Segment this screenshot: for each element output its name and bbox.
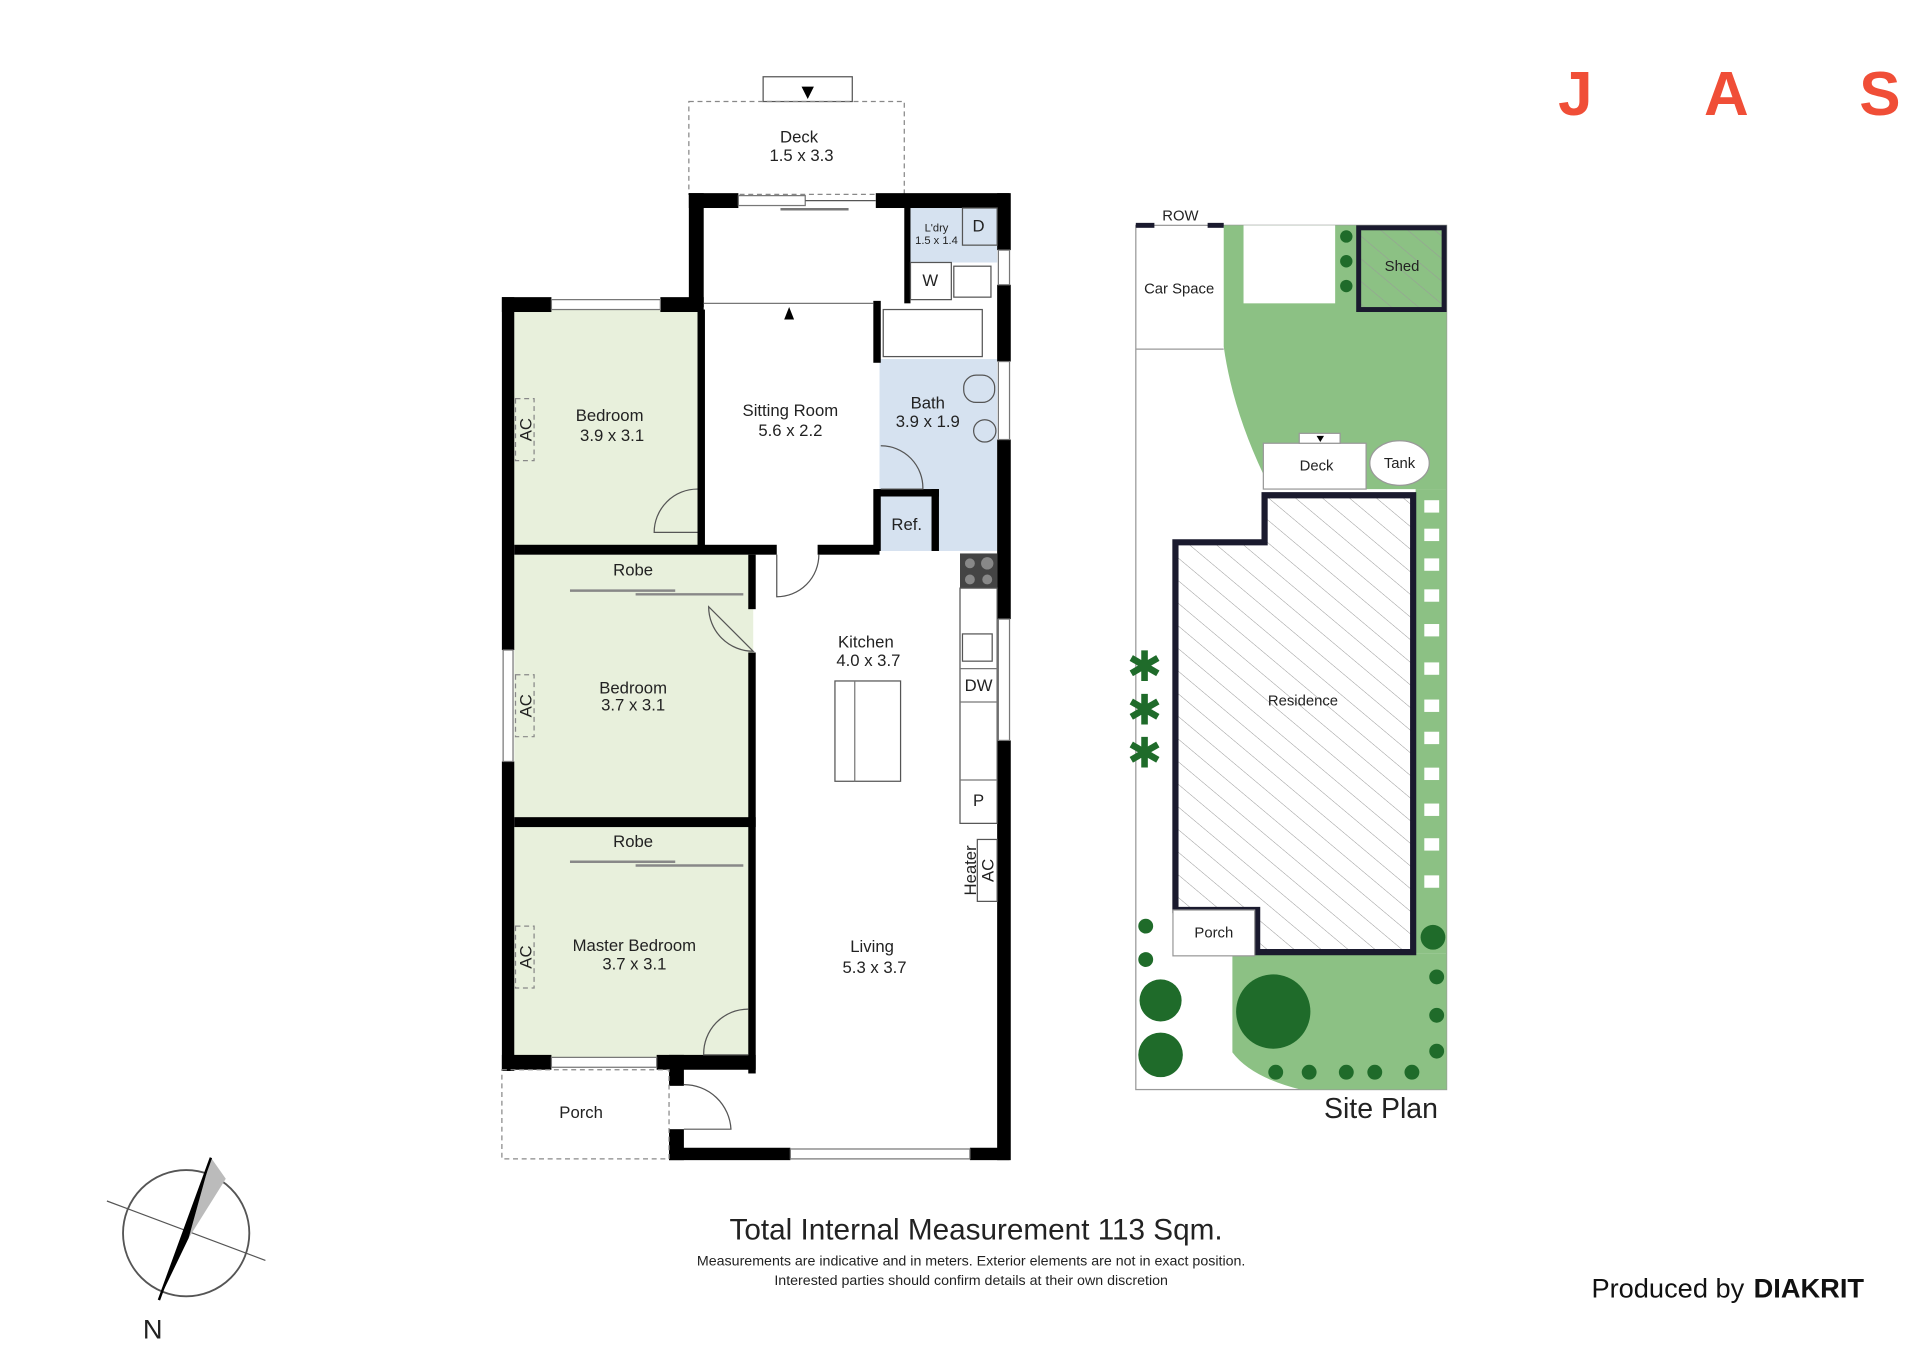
- disclaimer-line-2: Interested parties should confirm detail…: [774, 1273, 1168, 1289]
- produced-by-label: Produced by: [1591, 1273, 1744, 1304]
- residence: [1172, 492, 1417, 956]
- deck-step: [762, 76, 853, 103]
- robe-2-label: Robe: [613, 832, 653, 851]
- site-porch: [1172, 909, 1256, 957]
- living-label: Living: [850, 937, 894, 956]
- living-dims: 5.3 x 3.7: [843, 958, 907, 977]
- ac-label: AC: [517, 418, 536, 441]
- north-compass-icon: N: [106, 1157, 266, 1344]
- site-plan-title: Site Plan: [1324, 1093, 1438, 1125]
- window: [550, 299, 661, 311]
- bedroom-2-dims: 3.7 x 3.1: [601, 696, 665, 715]
- window: [502, 649, 514, 763]
- porch-outline: [501, 1069, 670, 1160]
- site-porch-label: Porch: [1194, 925, 1233, 941]
- pantry-label: P: [973, 791, 984, 810]
- total-measurement: Total Internal Measurement 113 Sqm.: [730, 1213, 1223, 1246]
- porch-label: Porch: [559, 1103, 603, 1122]
- water-tank: [1369, 440, 1430, 486]
- disclaimer-line-1: Measurements are indicative and in meter…: [697, 1253, 1245, 1269]
- window: [737, 195, 806, 207]
- fridge-label: Ref.: [891, 515, 922, 534]
- site-plan: ✱✱✱ ROW Car Space Shed Deck Tank Residen…: [1127, 208, 1448, 1125]
- kitchen-label: Kitchen: [838, 633, 894, 652]
- tank-label: Tank: [1384, 456, 1416, 472]
- svg-text:✱: ✱: [1127, 729, 1162, 778]
- window: [550, 1056, 658, 1068]
- row-label: ROW: [1162, 208, 1198, 224]
- cooktop: [960, 553, 998, 589]
- sitting-room-label: Sitting Room: [743, 401, 839, 420]
- window: [997, 360, 1011, 441]
- bath-dims: 3.9 x 1.9: [896, 412, 960, 431]
- shed: [1356, 225, 1447, 313]
- bedroom-2-label: Bedroom: [599, 678, 667, 697]
- heater-ac-label: AC: [978, 859, 997, 882]
- window: [997, 249, 1011, 286]
- ac-label: AC: [517, 945, 536, 968]
- site-deck: [1262, 442, 1367, 490]
- car-space-label: Car Space: [1144, 281, 1214, 297]
- master-bedroom-dims: 3.7 x 3.1: [602, 954, 666, 973]
- robe-1-label: Robe: [613, 561, 653, 580]
- master-bedroom-label: Master Bedroom: [573, 936, 696, 955]
- deck-label: Deck: [780, 127, 819, 146]
- washer-label: W: [922, 271, 938, 290]
- jas-logo: J A S: [1558, 60, 1900, 129]
- kitchen-dims: 4.0 x 3.7: [836, 651, 900, 670]
- shed-label: Shed: [1385, 259, 1420, 275]
- bedroom-1-label: Bedroom: [576, 406, 644, 425]
- site-deck-label: Deck: [1300, 458, 1334, 474]
- logo-letter-a: A: [1704, 60, 1749, 129]
- laundry-fill: [910, 206, 998, 263]
- laundry-dims: 1.5 x 1.4: [915, 235, 958, 247]
- residence-label: Residence: [1268, 694, 1338, 710]
- compass-north-label: N: [143, 1313, 163, 1344]
- deck-outline: [688, 100, 905, 196]
- diakrit-brand: DIAKRIT: [1754, 1273, 1865, 1304]
- window: [789, 1148, 971, 1160]
- trees: [1138, 230, 1446, 1080]
- logo-letter-s: S: [1859, 60, 1900, 129]
- bedroom-1-dims: 3.9 x 3.1: [580, 426, 644, 445]
- heater-label: Heater: [961, 845, 980, 896]
- dishwasher-label: DW: [965, 676, 993, 695]
- logo-letter-j: J: [1558, 60, 1592, 129]
- floor-plan: Deck 1.5 x 3.3 L'dry 1.5 x 1.4 D W Sitti…: [501, 76, 1011, 1161]
- palm-shrubs: ✱✱✱: [1127, 642, 1162, 778]
- sitting-room-dims: 5.6 x 2.2: [758, 421, 822, 440]
- ac-label: AC: [517, 694, 536, 717]
- deck-arrow-icon: [801, 86, 814, 100]
- deck-dims: 1.5 x 3.3: [769, 146, 833, 165]
- svg-text:✱: ✱: [1127, 685, 1162, 734]
- laundry-label: L'dry: [925, 223, 949, 235]
- bath-label: Bath: [911, 394, 945, 413]
- entry-arrow-icon: [784, 307, 795, 320]
- dryer-label: D: [973, 217, 985, 236]
- bedroom-1-fill: [514, 309, 700, 550]
- svg-text:✱: ✱: [1127, 642, 1162, 691]
- window: [997, 618, 1011, 742]
- producer-credit: Produced by DIAKRIT: [1591, 1273, 1864, 1304]
- paving-stones: [1424, 500, 1440, 888]
- bedroom-2-fill: [514, 554, 754, 820]
- kitchen-island: [834, 680, 902, 782]
